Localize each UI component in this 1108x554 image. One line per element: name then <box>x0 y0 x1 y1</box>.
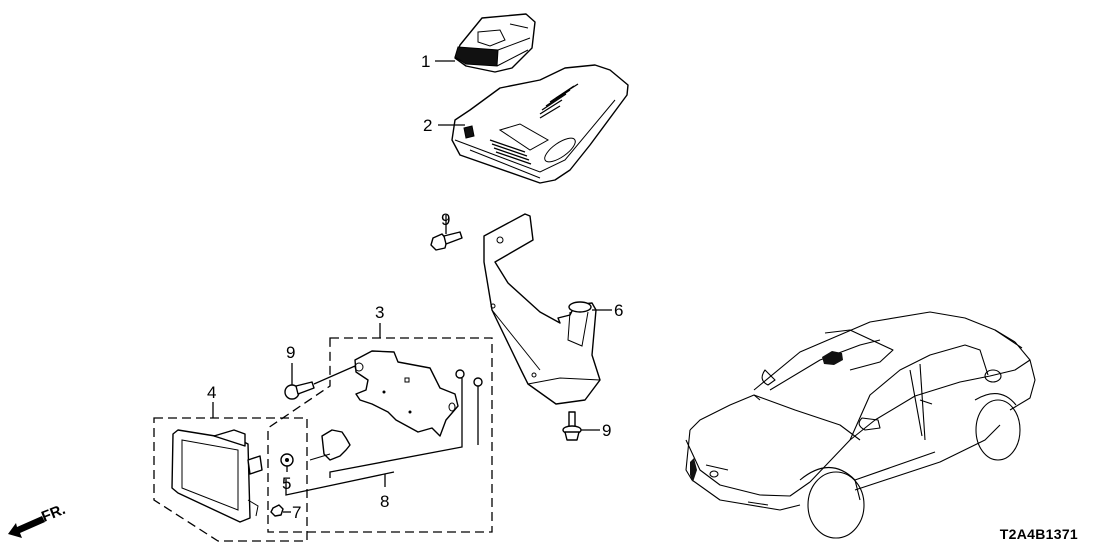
callout-2: 2 <box>423 116 432 135</box>
part-3-bracket-plate[interactable] <box>354 350 459 437</box>
part-6-camera-bracket[interactable] <box>483 213 601 405</box>
front-label: FR. <box>39 501 68 526</box>
part-5-clip[interactable] <box>280 453 294 467</box>
part-7-nut[interactable] <box>270 504 284 517</box>
group-3-outline <box>267 337 493 533</box>
front-arrow-icon <box>8 516 45 538</box>
camera-location-marker <box>822 351 843 365</box>
callout-4: 4 <box>207 383 216 402</box>
bolt-9-right[interactable] <box>562 411 582 441</box>
callout-1: 1 <box>421 52 430 71</box>
nut-right-2[interactable] <box>473 377 483 387</box>
callout-6: 6 <box>614 301 623 320</box>
leader-5-to-8 <box>285 471 395 496</box>
callout-9-left: 9 <box>286 343 295 362</box>
callout-7: 7 <box>292 503 301 522</box>
vehicle-location-illustration <box>685 311 1036 539</box>
leader-8-a <box>329 378 463 478</box>
leader-9-left-to-bracket <box>313 365 356 385</box>
radar-location-marker <box>690 458 697 482</box>
front-direction-indicator: FR. <box>8 501 68 538</box>
nut-right-1[interactable] <box>455 369 465 379</box>
group-4-outline <box>153 417 308 542</box>
part-1-camera-unit[interactable] <box>454 13 536 73</box>
bolt-9-left[interactable] <box>284 381 315 400</box>
callout-3: 3 <box>375 303 384 322</box>
callout-5: 5 <box>282 474 291 493</box>
callout-9-top: 9 <box>441 210 450 229</box>
bolt-9-top[interactable] <box>430 231 463 251</box>
callout-8: 8 <box>380 492 389 511</box>
callout-9-right: 9 <box>602 421 611 440</box>
part-4-radar-unit[interactable] <box>171 429 263 523</box>
drawing-code: T2A4B1371 <box>999 526 1078 542</box>
part-2-camera-cover[interactable] <box>451 64 629 184</box>
part-8-connector-bracket[interactable] <box>309 429 351 461</box>
